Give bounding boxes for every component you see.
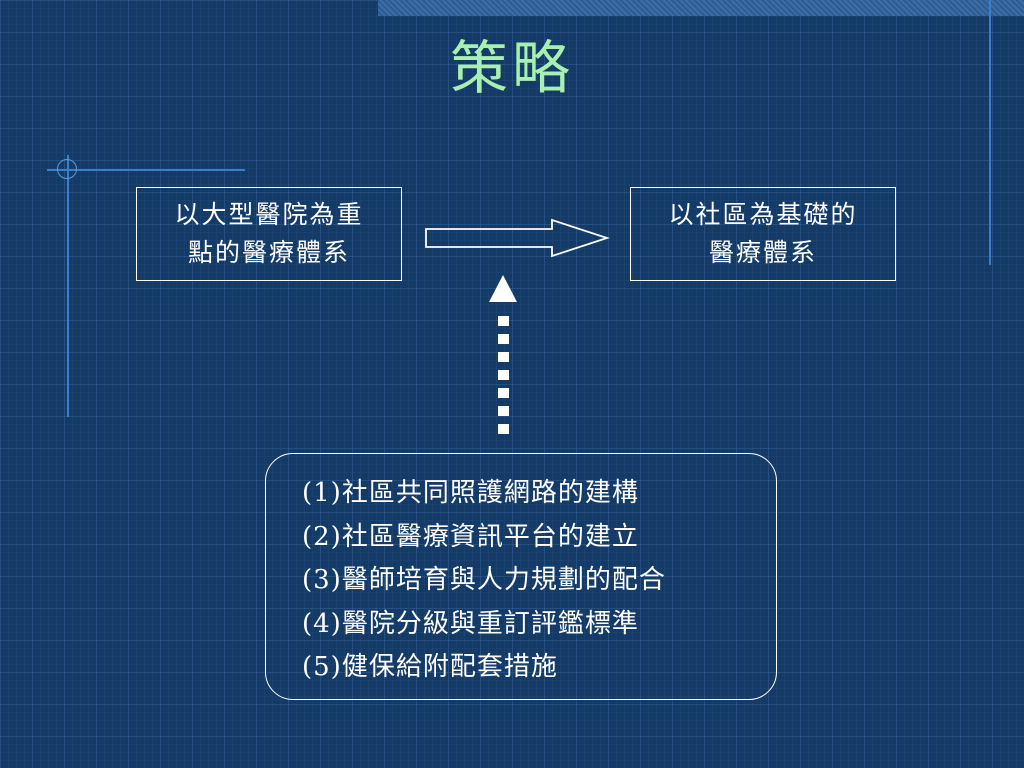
decorative-circle [57,159,77,179]
current-system-line-2: 點的醫療體系 [187,238,350,267]
strategy-item: (1)社區共同照護網路的建構 [302,478,639,508]
target-system-box: 以社區為基礎的 醫療體系 [630,187,896,281]
decorative-line-left-vertical [67,155,69,417]
decorative-line-left-horizontal [47,169,245,171]
target-system-line-1: 以社區為基礎的 [668,200,858,229]
dashed-support-line [498,316,509,434]
top-decorative-band [378,0,1024,16]
transition-arrow [425,218,610,258]
strategy-list-box: (1)社區共同照護網路的建構 (2)社區醫療資訊平台的建立 (3)醫師培育與人力… [265,453,777,700]
strategy-item: (4)醫院分級與重訂評鑑標準 [302,608,639,639]
target-system-line-2: 醫療體系 [708,238,817,267]
current-system-line-1: 以大型醫院為重 [174,200,364,229]
decorative-line-right-vertical [989,0,991,265]
upward-arrowhead [489,275,517,302]
strategy-item: (5)健保給附配套措施 [302,652,558,682]
strategy-item: (3)醫師培育與人力規劃的配合 [302,565,666,595]
current-system-box: 以大型醫院為重 點的醫療體系 [136,187,402,281]
slide-title: 策略 [449,34,574,102]
strategy-item: (2)社區醫療資訊平台的建立 [302,521,639,552]
